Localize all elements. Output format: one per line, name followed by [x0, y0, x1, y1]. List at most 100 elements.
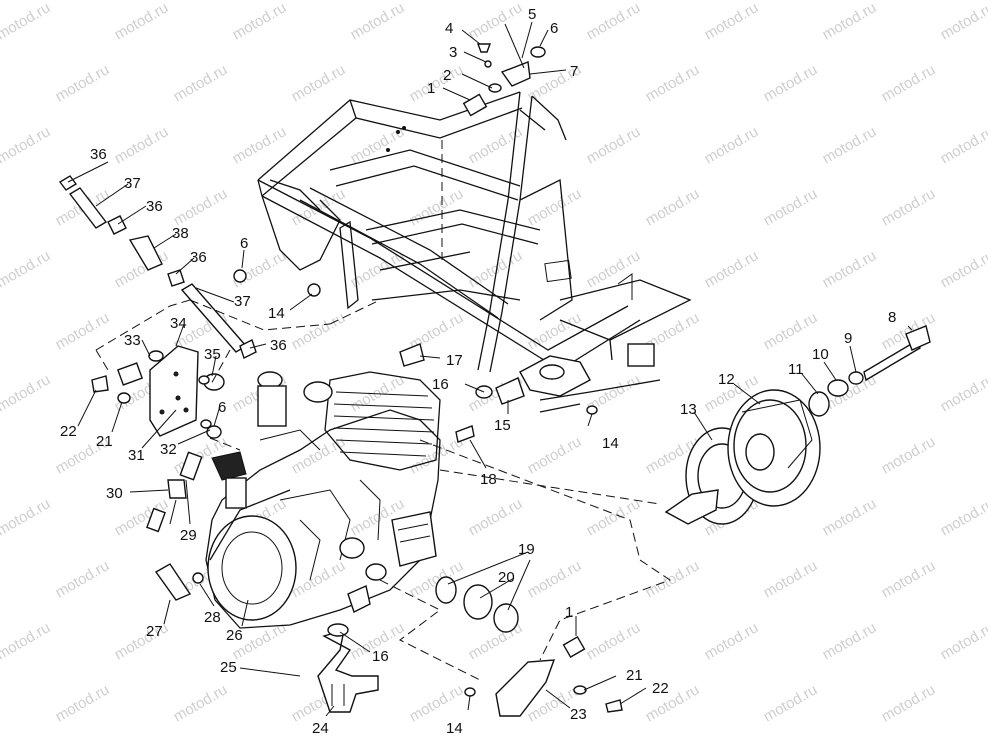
- callout-36-a: 36: [90, 146, 107, 163]
- callout-17: 17: [446, 352, 463, 369]
- callout-6-left: 6: [240, 235, 248, 252]
- watermark-text: motod.ru: [171, 185, 231, 229]
- callout-30: 30: [106, 485, 123, 502]
- watermark-text: motod.ru: [761, 557, 821, 601]
- callout-10: 10: [812, 346, 829, 363]
- watermark-text: motod.ru: [407, 681, 467, 725]
- watermark-text: motod.ru: [525, 557, 585, 601]
- watermark-text: motod.ru: [938, 0, 988, 43]
- callout-21-right: 21: [626, 667, 643, 684]
- watermark-text: motod.ru: [53, 309, 113, 353]
- callout-1-top: 1: [427, 80, 435, 97]
- callout-4: 4: [445, 20, 453, 37]
- callout-26: 26: [226, 627, 243, 644]
- watermark-text: motod.ru: [289, 61, 349, 105]
- watermark-text: motod.ru: [879, 61, 939, 105]
- watermark-text: motod.ru: [643, 185, 703, 229]
- callout-16-mid: 16: [432, 376, 449, 393]
- watermark-text: motod.ru: [938, 495, 988, 539]
- watermark-text: motod.ru: [348, 123, 408, 167]
- watermark-text: motod.ru: [584, 619, 644, 663]
- watermark-text: motod.ru: [584, 247, 644, 291]
- callout-2: 2: [443, 67, 451, 84]
- callout-6-bracket: 6: [218, 399, 226, 416]
- callout-numbers: 1 2 3 4 5 6 7 8 9 10 11 12 13 14 14 14 1…: [60, 6, 896, 737]
- center-small-parts: [399, 343, 598, 443]
- callout-15: 15: [494, 417, 511, 434]
- callout-37-b: 37: [234, 293, 251, 310]
- callout-28: 28: [204, 609, 221, 626]
- exhaust-pipe: [317, 585, 379, 713]
- frame: [257, 91, 692, 413]
- watermark-text: motod.ru: [584, 123, 644, 167]
- watermark-text: motod.ru: [289, 557, 349, 601]
- watermark-text: motod.ru: [702, 123, 762, 167]
- watermark-text: motod.ru: [0, 619, 53, 663]
- callout-31: 31: [128, 447, 145, 464]
- callout-14-bottom: 14: [446, 720, 463, 737]
- watermark-text: motod.ru: [702, 0, 762, 43]
- stator-cover: [207, 515, 297, 621]
- watermark-text: motod.ru: [938, 619, 988, 663]
- watermark-text: motod.ru: [0, 0, 53, 43]
- watermark-text: motod.ru: [584, 495, 644, 539]
- watermark-text: motod.ru: [525, 185, 585, 229]
- watermark-text: motod.ru: [466, 495, 526, 539]
- watermark-text: motod.ru: [820, 495, 880, 539]
- watermark-text: motod.ru: [879, 681, 939, 725]
- watermark-text: motod.ru: [761, 681, 821, 725]
- cylinder-fins: [324, 371, 441, 471]
- callout-21-left: 21: [96, 433, 113, 450]
- callout-38: 38: [172, 225, 189, 242]
- watermark-text: motod.ru: [289, 309, 349, 353]
- watermark-text: motod.ru: [230, 247, 290, 291]
- watermark-text: motod.ru: [0, 247, 53, 291]
- watermark-text: motod.ru: [466, 0, 526, 43]
- watermark-text: motod.ru: [879, 557, 939, 601]
- callout-5: 5: [528, 6, 536, 23]
- watermark-text: motod.ru: [348, 0, 408, 43]
- drive-clutch: [664, 325, 931, 525]
- watermark-text: motod.ru: [820, 247, 880, 291]
- callout-36-b: 36: [146, 198, 163, 215]
- callout-33: 33: [124, 332, 141, 349]
- callout-25: 25: [220, 659, 237, 676]
- callout-27: 27: [146, 623, 163, 640]
- watermark-text: motod.ru: [171, 61, 231, 105]
- alignment-lines: [95, 140, 672, 681]
- watermark-text: motod.ru: [53, 681, 113, 725]
- breather-valve: [146, 451, 203, 533]
- callout-6-top: 6: [550, 20, 558, 37]
- watermark-text: motod.ru: [643, 61, 703, 105]
- watermark-text: motod.ru: [820, 619, 880, 663]
- top-mount-parts: [462, 23, 546, 117]
- callout-12: 12: [718, 371, 735, 388]
- callout-14-right: 14: [602, 435, 619, 452]
- watermark-text: motod.ru: [938, 247, 988, 291]
- callout-16-bottom: 16: [372, 648, 389, 665]
- watermark-text: motod.ru: [53, 557, 113, 601]
- callout-23: 23: [570, 706, 587, 723]
- watermark-text: motod.ru: [938, 371, 988, 415]
- watermark-text: motod.ru: [0, 495, 53, 539]
- watermark-text: motod.ru: [643, 557, 703, 601]
- callout-22-left: 22: [60, 423, 77, 440]
- watermark-text: motod.ru: [702, 247, 762, 291]
- vent-hose-assembly: [58, 175, 257, 359]
- watermark-text: motod.ru: [112, 123, 172, 167]
- callout-34: 34: [170, 315, 187, 332]
- lower-engine-bracket: [464, 635, 623, 717]
- watermark-text: motod.ru: [112, 0, 172, 43]
- watermark-text: motod.ru: [938, 123, 988, 167]
- engine-assembly: [205, 371, 441, 629]
- drain-hose: [154, 563, 204, 601]
- left-engine-mount: [91, 345, 225, 439]
- callout-29: 29: [180, 527, 197, 544]
- callout-19: 19: [518, 541, 535, 558]
- watermark-text: motod.ru: [879, 185, 939, 229]
- nuts: [233, 269, 321, 297]
- watermark-text: motod.ru: [466, 247, 526, 291]
- watermark-text: motod.ru: [702, 619, 762, 663]
